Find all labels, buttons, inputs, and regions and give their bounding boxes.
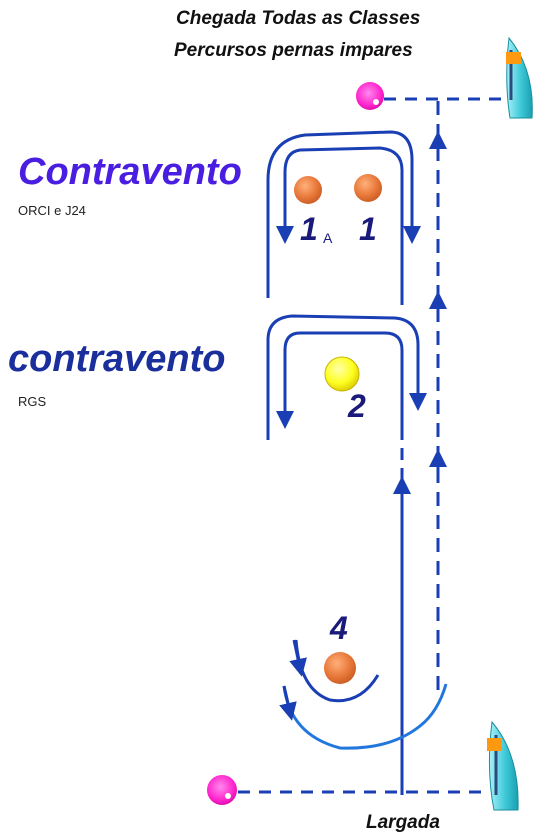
mark-2-icon [324, 356, 360, 392]
upwind-top-title: Contravento [18, 151, 242, 193]
mark-1-number: 1 [359, 211, 377, 247]
mark-1a-suffix: A [323, 230, 333, 246]
course-loop-mark4-inner-arrow [289, 639, 307, 677]
course-loop-inner-top [276, 146, 404, 305]
upwind-mid-classes: RGS [18, 394, 47, 409]
upwind-mid-title: contravento [8, 338, 226, 380]
course-loop-inner-mid [276, 331, 404, 440]
mark-1a-number: 1 [300, 211, 318, 247]
finish-label-line2: Percursos pernas impares [174, 40, 413, 61]
mark-4-icon [324, 652, 356, 684]
course-loop-mark4-outer [282, 683, 448, 750]
start-label: Largada [366, 812, 440, 833]
course-loop-outer-mid [266, 314, 427, 440]
finish-buoy-highlight [373, 99, 379, 105]
finish-label-line1: Chegada Todas as Classes [176, 8, 421, 29]
mark-4-number: 4 [330, 610, 348, 646]
start-boat-icon [487, 720, 519, 811]
course-loop-mark4-outer-arrow [279, 685, 297, 721]
start-buoy-icon [207, 775, 237, 805]
mark-1a-icon [294, 176, 322, 204]
mark-1-icon [354, 174, 382, 202]
finish-buoy-icon [356, 82, 384, 110]
upwind-top-classes: ORCI e J24 [18, 203, 86, 218]
start-buoy-highlight [225, 793, 231, 799]
finish-boat-icon [506, 36, 533, 119]
mark-2-number: 2 [348, 388, 366, 424]
course-loop-outer-top [266, 130, 414, 298]
